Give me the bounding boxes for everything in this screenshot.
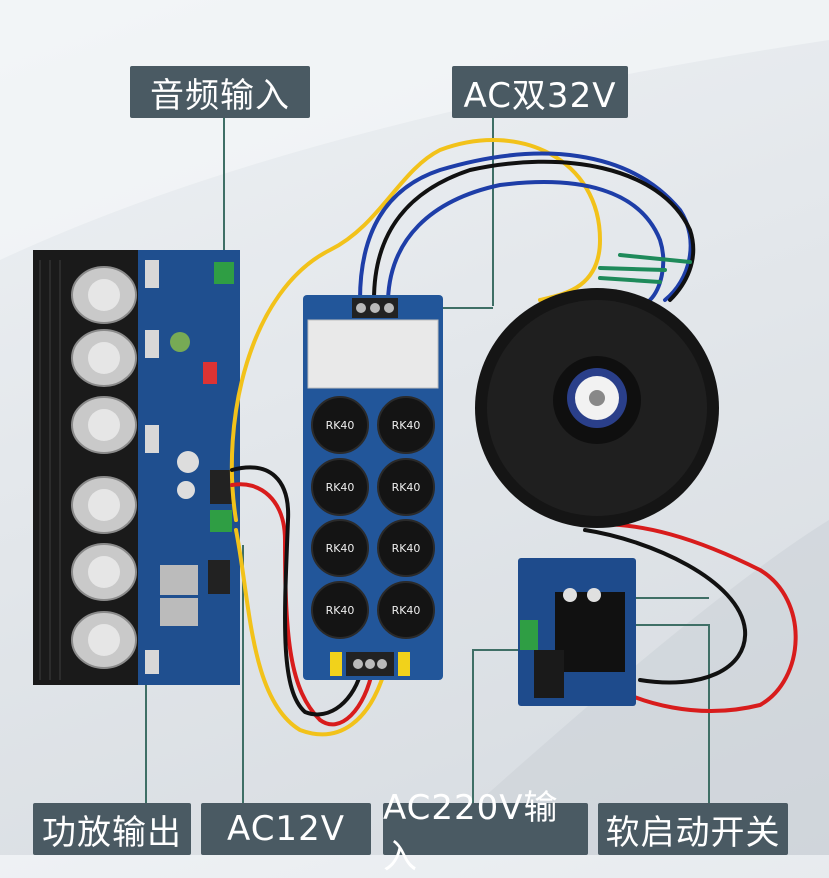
ac-dual-32v-label: AC双32V — [452, 66, 628, 118]
capacitor-marking: RK40 — [326, 542, 355, 555]
filter-capacitors — [311, 396, 435, 639]
capacitor-marking: RK40 — [326, 481, 355, 494]
ac12v-label: AC12V — [201, 803, 371, 855]
product-photo: RK40 RK40 RK40 RK40 RK40 RK40 RK40 RK40 — [33, 118, 829, 855]
soft-start-switch-label: 软启动开关 — [598, 803, 788, 855]
amp-components — [160, 262, 234, 626]
ac220v-input-label: AC220V输入 — [383, 788, 588, 877]
capacitor-marking: RK40 — [392, 604, 421, 617]
capacitor-marking: RK40 — [326, 419, 355, 432]
dc-output-terminals — [330, 652, 410, 676]
capacitor-marking: RK40 — [392, 481, 421, 494]
toroidal-transformer — [475, 288, 719, 528]
relay — [555, 592, 625, 672]
bridge-rectifier — [307, 319, 439, 389]
capacitor-marking: RK40 — [326, 604, 355, 617]
heatsink-fins — [39, 260, 61, 680]
capacitor-marking: RK40 — [392, 542, 421, 555]
wires — [229, 138, 798, 737]
heatsink — [33, 250, 143, 685]
amp-output-label: 功放输出 — [33, 803, 191, 855]
capacitor-marking: RK40 — [392, 419, 421, 432]
audio-input-label: 音频输入 — [130, 66, 310, 118]
